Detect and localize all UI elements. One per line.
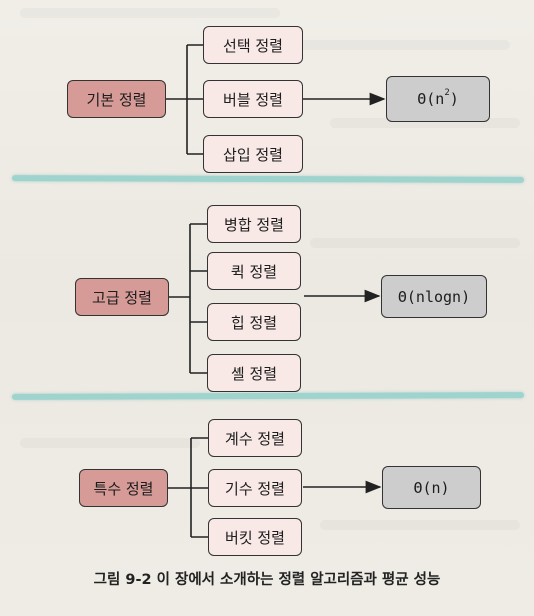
special-sort-label: 특수 정렬 <box>93 479 154 498</box>
tree-connector <box>169 223 207 374</box>
bleed-through-mark <box>330 118 520 128</box>
figure-caption: 그림 9-2 이 장에서 소개하는 정렬 알고리즘과 평균 성능 <box>93 572 441 588</box>
tree-connector <box>168 437 208 538</box>
complexity-nlogn-label: Θ(nlogn) <box>397 287 471 306</box>
bucket-sort-label: 버킷 정렬 <box>225 528 285 547</box>
counting-sort-label: 계수 정렬 <box>225 429 285 448</box>
shell-sort-label: 셸 정렬 <box>230 364 278 383</box>
radix-sort-box: 기수 정렬 <box>208 469 302 507</box>
bubble-sort-label: 버블 정렬 <box>223 90 283 109</box>
tree-connector <box>166 44 203 155</box>
merge-sort-label: 병합 정렬 <box>224 215 284 234</box>
bleed-through-mark <box>320 520 520 530</box>
complexity-n-squared-suffix: ) <box>449 90 459 108</box>
basic-sort-box: 기본 정렬 <box>67 80 166 118</box>
bleed-through-mark <box>20 438 200 448</box>
complexity-n-box: Θ(n) <box>382 466 481 509</box>
advanced-sort-box: 고급 정렬 <box>75 278 169 316</box>
heap-sort-box: 힙 정렬 <box>207 303 301 341</box>
bleed-through-mark <box>20 8 280 18</box>
bucket-sort-box: 버킷 정렬 <box>208 518 302 556</box>
bubble-sort-box: 버블 정렬 <box>203 80 303 118</box>
quick-sort-label: 퀵 정렬 <box>230 262 278 281</box>
selection-sort-label: 선택 정렬 <box>223 36 283 55</box>
insertion-sort-box: 삽입 정렬 <box>203 135 303 173</box>
bleed-through-mark <box>310 238 520 248</box>
basic-sort-label: 기본 정렬 <box>86 90 147 109</box>
special-sort-box: 특수 정렬 <box>79 469 168 507</box>
complexity-n-squared-exponent: 2 <box>444 88 450 98</box>
counting-sort-box: 계수 정렬 <box>208 419 302 457</box>
advanced-sort-label: 고급 정렬 <box>92 288 152 307</box>
selection-sort-box: 선택 정렬 <box>203 26 303 64</box>
merge-sort-box: 병합 정렬 <box>207 205 301 243</box>
complexity-n-squared-prefix: Θ(n <box>417 90 445 108</box>
radix-sort-label: 기수 정렬 <box>225 479 285 498</box>
complexity-nlogn-box: Θ(nlogn) <box>381 275 487 318</box>
bleed-through-mark <box>300 40 510 50</box>
insertion-sort-label: 삽입 정렬 <box>223 145 283 164</box>
quick-sort-box: 퀵 정렬 <box>207 252 301 290</box>
complexity-n-label: Θ(n) <box>413 478 450 497</box>
heap-sort-label: 힙 정렬 <box>230 313 278 332</box>
shell-sort-box: 셸 정렬 <box>207 354 301 392</box>
